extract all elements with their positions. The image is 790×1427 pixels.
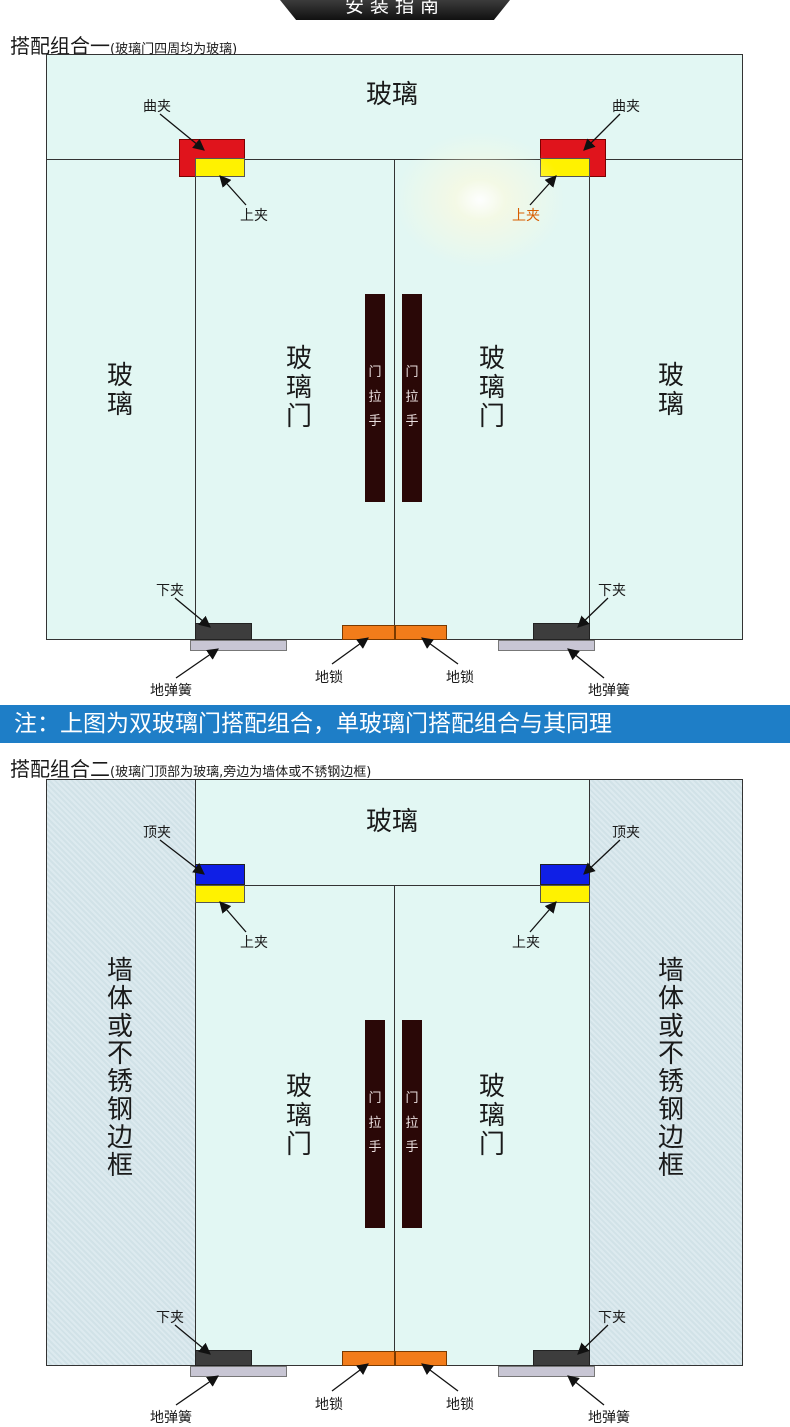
label-lower-clip-right: 下夹	[598, 583, 626, 599]
right-door-label-2: 玻 璃 门	[478, 1072, 505, 1161]
arrow-lower-clip-right	[577, 597, 609, 628]
label-floor-spring-right: 地弹簧	[588, 683, 630, 699]
label-floor-spring-left: 地弹簧	[150, 683, 192, 699]
arrow-top-clip-right	[583, 839, 621, 875]
label-lower-clip-left: 下夹	[156, 583, 184, 599]
label-top-clip-left: 顶夹	[143, 825, 171, 841]
handle-char: 拉	[368, 389, 382, 405]
left-door-handle: 门 拉 手	[365, 294, 385, 502]
left-wall-label: 墙 体 或 不 锈 钢 边 框	[106, 956, 133, 1181]
section2-heading: 搭配组合二(玻璃门顶部为玻璃,旁边为墙体或不锈钢边框)	[10, 753, 371, 782]
door-right-edge	[589, 159, 590, 640]
section1-heading: 搭配组合一(玻璃门四周均为玻璃)	[10, 30, 237, 59]
floor-spring-right-2	[498, 1366, 595, 1377]
floor-spring-left-2	[190, 1366, 287, 1377]
label-floor-lock-left-2: 地锁	[315, 1397, 343, 1413]
left-door-handle-2: 门 拉 手	[365, 1020, 385, 1228]
label-top-clip-right: 顶夹	[612, 825, 640, 841]
arrow-top-clip-left	[159, 839, 205, 875]
handle-char: 门	[405, 1090, 419, 1106]
left-glass-label: 玻 璃	[106, 361, 133, 421]
arrow-curve-clip-left	[159, 113, 205, 151]
arrow-floor-lock-right-2	[421, 1363, 459, 1392]
arrow-upper-clip-left-2	[219, 901, 247, 933]
handle-char: 门	[368, 364, 382, 380]
right-wall-label: 墙 体 或 不 锈 钢 边 框	[657, 956, 684, 1181]
handle-char: 手	[405, 1140, 419, 1156]
label-upper-clip-left: 上夹	[240, 208, 268, 224]
handle-char: 门	[368, 1090, 382, 1106]
right-door-label: 玻 璃 门	[478, 344, 505, 433]
arrow-floor-spring-left	[175, 648, 219, 679]
handle-char: 手	[368, 414, 382, 430]
lower-clip-right-2	[533, 1350, 590, 1366]
arrow-floor-spring-right-2	[567, 1375, 605, 1406]
arrow-floor-spring-right	[567, 648, 605, 679]
label-lower-clip-right-2: 下夹	[598, 1310, 626, 1326]
section1-subtitle: (玻璃门四周均为玻璃)	[110, 42, 238, 57]
label-floor-spring-right-2: 地弹簧	[588, 1410, 630, 1426]
upper-clip-right-2	[540, 885, 590, 903]
floor-spring-right	[498, 640, 595, 651]
transom-line-2	[196, 885, 589, 886]
label-floor-lock-right: 地锁	[446, 670, 474, 686]
label-upper-clip-right: 上夹	[512, 208, 540, 224]
label-floor-spring-left-2: 地弹簧	[150, 1410, 192, 1426]
right-door-handle-2: 门 拉 手	[402, 1020, 422, 1228]
handle-char: 手	[405, 414, 419, 430]
label-curve-clip-left: 曲夹	[143, 99, 171, 115]
wall-left	[46, 779, 196, 1366]
floor-lock-right-2	[395, 1351, 447, 1366]
arrow-floor-lock-left-2	[331, 1363, 369, 1392]
arrow-floor-lock-right	[421, 637, 459, 665]
arrow-floor-lock-left	[331, 637, 369, 665]
arrow-upper-clip-left	[219, 175, 247, 206]
label-lower-clip-left-2: 下夹	[156, 1310, 184, 1326]
handle-char: 拉	[405, 1115, 419, 1131]
arrow-floor-spring-left-2	[175, 1375, 219, 1406]
handle-char: 拉	[405, 389, 419, 405]
floor-lock-right	[395, 625, 447, 640]
label-upper-clip-right-2: 上夹	[512, 935, 540, 951]
top-glass-label-2: 玻璃	[366, 807, 419, 837]
handle-char: 门	[405, 364, 419, 380]
left-door-label-2: 玻 璃 门	[285, 1072, 312, 1161]
lens-flare	[380, 120, 580, 280]
door-center-edge-2	[394, 885, 395, 1366]
note-bar: 注：上图为双玻璃门搭配组合，单玻璃门搭配组合与其同理	[0, 705, 790, 743]
arrow-upper-clip-right-2	[529, 901, 557, 933]
section2-title: 搭配组合二	[10, 757, 110, 781]
lower-clip-right	[533, 623, 590, 640]
left-door-label: 玻 璃 门	[285, 344, 312, 433]
banner-title: 安装指南	[280, 0, 510, 20]
arrow-upper-clip-right	[529, 175, 557, 206]
arrow-lower-clip-right-2	[577, 1324, 609, 1355]
label-floor-lock-left: 地锁	[315, 670, 343, 686]
right-door-handle: 门 拉 手	[402, 294, 422, 502]
door-left-edge	[195, 159, 196, 640]
top-glass-label: 玻璃	[366, 80, 419, 110]
right-glass-label: 玻 璃	[657, 361, 684, 421]
handle-char: 拉	[368, 1115, 382, 1131]
arrow-lower-clip-left-2	[174, 1324, 211, 1355]
label-upper-clip-left-2: 上夹	[240, 935, 268, 951]
arrow-curve-clip-right	[583, 113, 621, 151]
label-curve-clip-right: 曲夹	[612, 99, 640, 115]
arrow-lower-clip-left	[174, 597, 211, 628]
door-center-edge	[394, 159, 395, 640]
wall-right	[589, 779, 743, 1366]
handle-char: 手	[368, 1140, 382, 1156]
section2-subtitle: (玻璃门顶部为玻璃,旁边为墙体或不锈钢边框)	[110, 765, 372, 780]
floor-spring-left	[190, 640, 287, 651]
label-floor-lock-right-2: 地锁	[446, 1397, 474, 1413]
